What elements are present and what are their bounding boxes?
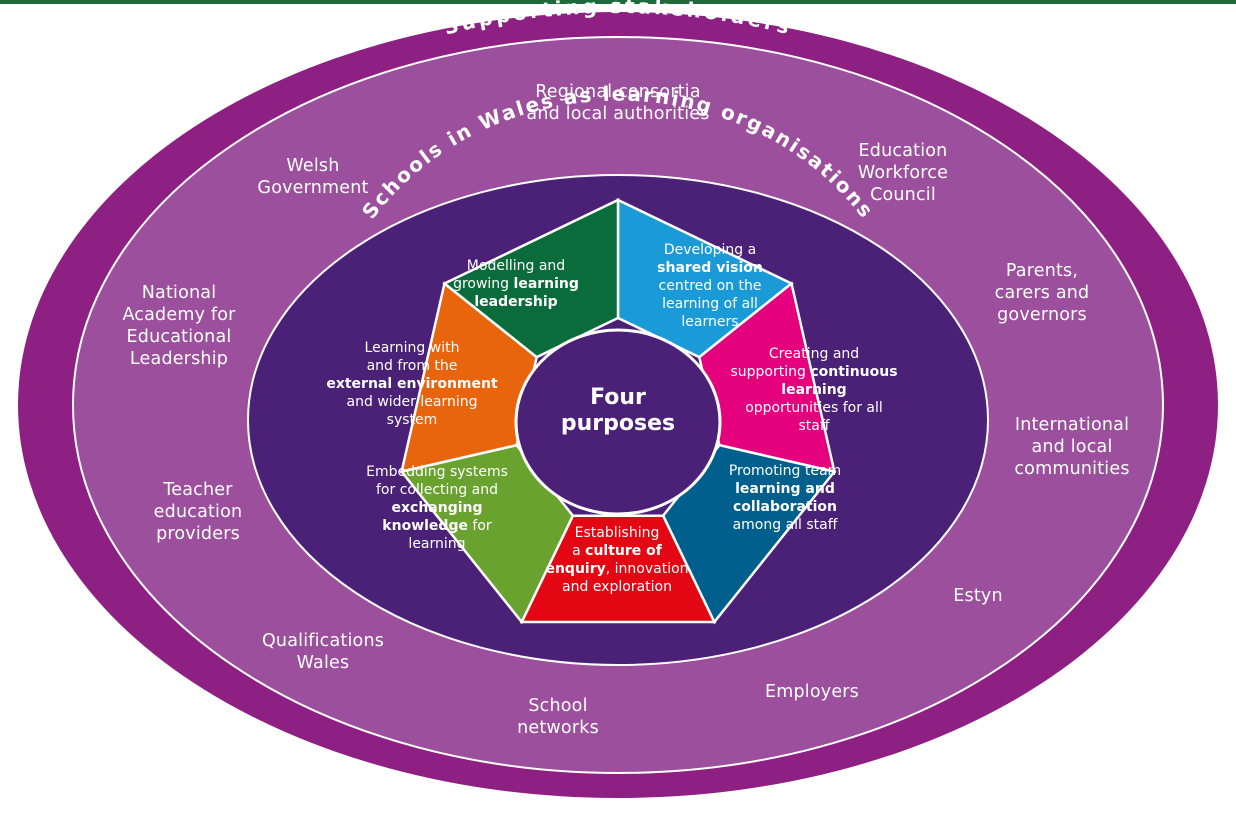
segment-text: and from the [366,358,458,374]
segment-line: Embedding systems [366,463,508,481]
segment-label-shared-vision: Developing a shared vision centred on the l… [657,241,763,331]
segment-text: learning [513,276,579,292]
segment-line: collaboration [729,498,841,516]
segment-text: knowledge [382,518,468,534]
segment-line: growing learning [453,275,579,293]
segment-line: shared vision [657,259,763,277]
purpose-segments [399,198,837,625]
segment-line: and from the [326,357,497,375]
segment-line: Establishing [545,524,688,542]
segment-text: among all staff [732,517,838,533]
segment-line: leadership [453,293,579,311]
segment-line: learning [366,535,508,553]
segment-line: opportunities for all [730,399,897,417]
segment-text: centred on the [658,278,762,294]
segment-text: for collecting and [376,482,498,498]
stakeholder-qualifications: Qualifications Wales [261,631,385,673]
segment-text: Embedding systems [366,464,508,480]
stakeholder-international: International and local communities [1014,415,1130,479]
segment-learning-leadership [442,198,620,359]
segment-text: a [572,543,586,559]
segment-text: for [467,518,492,534]
segment-line: knowledge for [366,517,508,535]
segment-line: Creating and [730,345,897,363]
segment-text: learning of all [662,296,758,312]
segment-text: Promoting team [728,463,842,479]
segment-line: external environment [326,375,497,393]
stakeholder-teacher-education: Teacher education providers [153,480,243,544]
segment-text: Learning with [364,340,460,356]
segment-text: collaboration [732,499,838,515]
stakeholder-employers: Employers [764,682,860,702]
segment-text: exchanging [391,500,483,516]
segment-text: and exploration [562,579,672,595]
segment-text: Developing a [663,242,757,258]
segment-text: , innovation [605,561,689,577]
segment-line: and exploration [545,578,688,596]
segment-text: opportunities for all [745,400,883,416]
stakeholder-parents: Parents, carers and governors [994,261,1090,325]
segment-text: system [386,412,438,428]
stakeholder-estyn: Estyn [953,586,1003,606]
center-circle [514,328,722,516]
segment-text: growing [453,276,514,292]
segment-line: system [326,411,497,429]
center-label: Four purposes [560,385,676,436]
segment-line: learning of all [657,295,763,313]
top-rule [0,0,1236,4]
segment-text: staff [798,418,830,434]
segment-line: Learning with [326,339,497,357]
segment-text: Establishing [574,525,660,541]
segment-label-embedding-systems: Embedding systems for collecting and excha… [366,463,508,553]
segment-text: Creating and [768,346,860,362]
segment-line: and wider learning [326,393,497,411]
segment-line: Developing a [657,241,763,259]
segment-line: learners [657,313,763,331]
segment-line: a culture of [545,542,688,560]
segment-text: learning [781,382,847,398]
segment-label-external-environment: Learning with and from the external enviro… [326,339,497,429]
segment-text: supporting [730,364,811,380]
segment-line: for collecting and [366,481,508,499]
segment-text: external environment [326,376,498,392]
segment-line: enquiry, innovation [545,560,688,578]
segment-text: enquiry [545,561,606,577]
segment-line: exchanging [366,499,508,517]
stakeholder-academy: National Academy for Educational Leaders… [122,283,236,369]
segment-text: continuous [810,364,898,380]
stakeholder-welsh-gov: Welsh Government [257,156,369,198]
segment-text: and wider learning [346,394,478,410]
segment-text: shared vision [657,260,763,276]
stakeholder-school-networks: School networks [517,696,599,738]
segment-text: learners [681,314,739,330]
segment-line: centred on the [657,277,763,295]
segment-text: leadership [474,294,558,310]
segment-line: staff [730,417,897,435]
segment-text: Modelling and [466,258,566,274]
segment-line: among all staff [729,516,841,534]
segment-line: supporting continuous [730,363,897,381]
segment-line: Modelling and [453,257,579,275]
stakeholder-ewc: Education Workforce Council [857,141,949,205]
segment-text: learning [408,536,466,552]
segment-label-team-learning: Promoting team learning and collaboration a… [729,462,841,534]
segment-text: learning and [735,481,835,497]
segment-line: Promoting team [729,462,841,480]
stakeholder-regional: Regional consortia and local authorities [526,82,710,124]
segment-line: learning [730,381,897,399]
segment-line: learning and [729,480,841,498]
segment-text: culture of [585,543,662,559]
